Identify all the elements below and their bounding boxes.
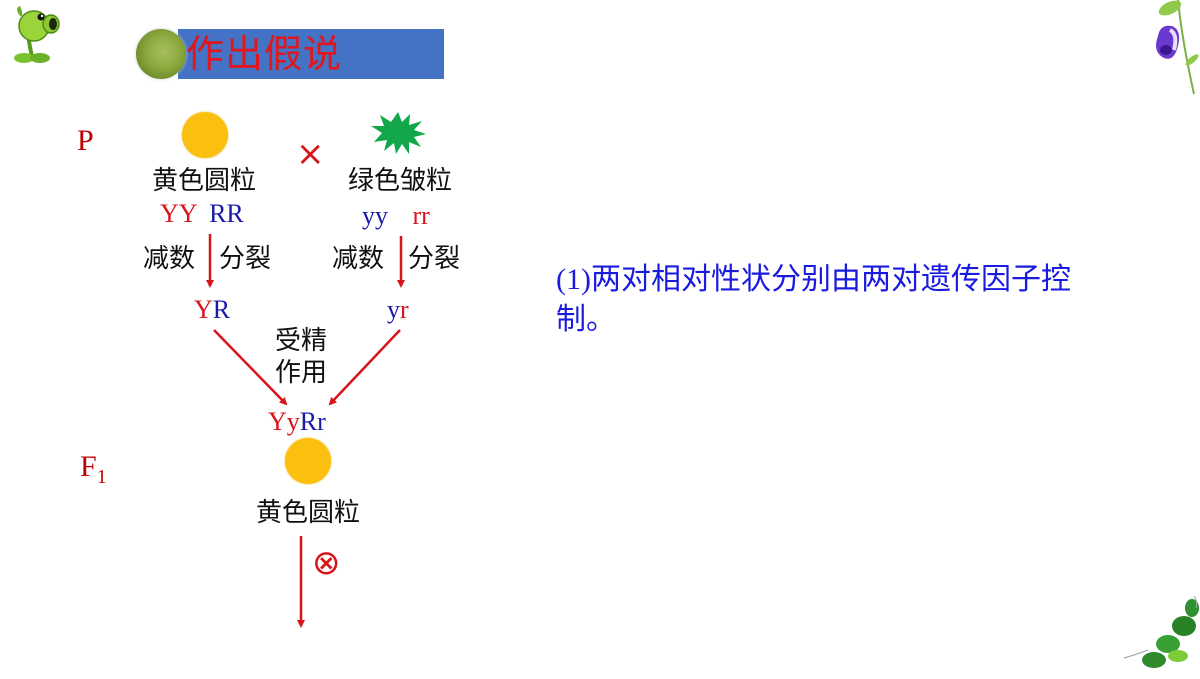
gamete-right: yr: [387, 296, 409, 324]
selfing-symbol: ⊗: [312, 543, 341, 583]
yellow-round-seed-icon: [182, 112, 228, 158]
p-generation-label: P: [77, 124, 94, 157]
parent-right-phenotype: 绿色皱粒: [348, 166, 453, 196]
hypothesis-statement: 两对相对性状分别由两对遗传因子控制。: [556, 262, 1071, 337]
gamete-left: YR: [194, 296, 230, 324]
meiosis-label-right-a: 减数: [332, 244, 385, 274]
meiosis-label-left-a: 减数: [143, 244, 196, 274]
fertilization-label-line2: 作用: [275, 358, 328, 388]
green-pea-ball-icon: [136, 29, 186, 79]
hypothesis-number: (1): [556, 263, 591, 296]
genotype-yy-dominant: YY: [160, 199, 197, 228]
pea-vine-leaves-icon: [1118, 595, 1200, 675]
gamete-right-y: y: [387, 295, 400, 324]
f1-phenotype: 黄色圆粒: [256, 498, 361, 528]
hypothesis-text: (1)两对相对性状分别由两对遗传因子控制。: [556, 260, 1096, 340]
parent-right-genotype: yy rr: [362, 202, 430, 230]
meiosis-label-right-b: 分裂: [408, 244, 461, 274]
meiosis-label-left-b: 分裂: [219, 244, 272, 274]
parent-left-phenotype: 黄色圆粒: [152, 166, 257, 196]
f1-genotype-R: R: [299, 407, 318, 436]
fertilization-label-line1: 受精: [275, 326, 328, 356]
gamete-left-r: R: [212, 295, 231, 324]
genotype-rr-dominant: RR: [209, 199, 244, 228]
gamete-right-r: r: [400, 295, 409, 324]
f1-genotype: YyRr: [268, 408, 326, 436]
f1-genotype-r: r: [317, 407, 326, 436]
peashooter-plant-icon: [8, 4, 68, 64]
parent-left-genotype: YY RR: [160, 200, 244, 228]
f1-genotype-y: y: [286, 407, 300, 436]
genotype-rr-recessive: rr: [412, 201, 430, 230]
green-wrinkled-seed-icon: [368, 108, 428, 158]
genotype-yy-recessive: yy: [362, 201, 388, 230]
f1-label-subscript: 1: [96, 466, 107, 488]
f1-yellow-round-seed-icon: [285, 438, 331, 484]
butterfly-pea-flower-icon: [1148, 0, 1200, 96]
f1-generation-label: F1: [80, 450, 107, 489]
gamete-left-y: Y: [194, 295, 213, 324]
section-title: 作出假说: [186, 32, 343, 76]
cross-symbol: ×: [296, 134, 325, 174]
section-title-bar: [178, 29, 444, 79]
f1-label-F: F: [80, 450, 97, 483]
f1-genotype-Y: Y: [268, 407, 287, 436]
